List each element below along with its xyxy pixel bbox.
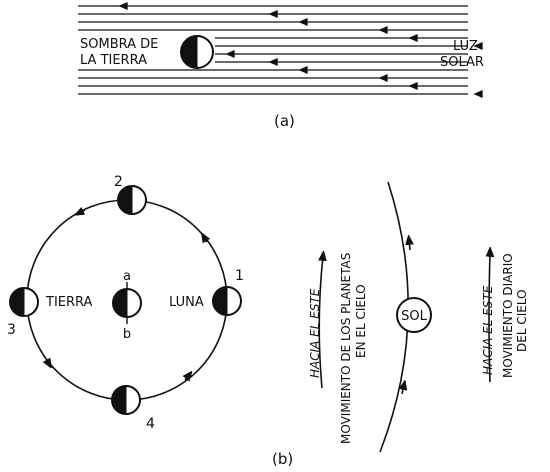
sunlight-ray-arrowhead	[298, 18, 308, 26]
shadow-label-line2: LA TIERRA	[80, 53, 147, 68]
planets-motion-line2: EN EL CIELO	[354, 284, 368, 358]
earth-body	[112, 288, 142, 318]
daily-motion-line2: DEL CIELO	[515, 289, 529, 352]
sunlight-ray-arrowhead	[268, 58, 278, 66]
moon-position-2	[117, 185, 147, 215]
sun-body	[396, 297, 432, 333]
planets-motion-line1: MOVIMIENTO DE LOS PLANETAS	[339, 253, 353, 444]
orbit-arrow	[185, 375, 189, 380]
sunlight-rays	[78, 2, 483, 98]
moon-position-4	[111, 385, 141, 415]
position-label-3: 3	[7, 322, 16, 338]
shadow-label-line1: SOMBRA DE	[80, 37, 158, 52]
planets-east-arrow	[319, 256, 323, 389]
panel-b: a b 1 2 3 4 TIERRA LUNA HACIA EL ESTE MO…	[7, 174, 529, 468]
sunlight-ray-arrowhead	[298, 66, 308, 74]
sunlight-ray-arrowhead	[408, 82, 418, 90]
position-label-4: 4	[146, 416, 155, 432]
sun-path-arrow-upper	[409, 240, 410, 251]
planets-east-label: HACIA EL ESTE	[308, 288, 322, 378]
sunlight-ray-arrowhead	[378, 74, 388, 82]
sunlight-ray-arrowhead	[408, 34, 418, 42]
position-label-1: 1	[235, 268, 244, 284]
light-label-line1: LUZ	[453, 39, 478, 54]
sunlight-ray-arrowhead	[118, 2, 128, 10]
moon-position-1	[212, 286, 242, 316]
panel-a: SOMBRA DE LA TIERRA LUZ SOLAR (a)	[78, 2, 484, 130]
point-b-label: b	[123, 327, 131, 342]
orbit-arrow	[79, 210, 85, 213]
orbit-arrow	[46, 359, 49, 364]
sunlight-ray-arrowhead	[268, 10, 278, 18]
sunlight-ray-arrowhead	[473, 90, 483, 98]
sunlight-ray-arrowhead	[378, 26, 388, 34]
sun-label: SOL	[401, 309, 427, 324]
earth-shadow-body	[180, 35, 214, 69]
daily-motion-line1: MOVIMIENTO DIARIO	[501, 253, 515, 378]
daily-east-arrow	[489, 252, 490, 383]
sunlight-ray-arrowhead	[225, 50, 235, 58]
position-label-2: 2	[114, 174, 123, 190]
moon-position-3	[9, 287, 39, 317]
moon-label: LUNA	[169, 295, 204, 310]
earth-label: TIERRA	[45, 295, 93, 310]
daily-east-label: HACIA EL ESTE	[481, 285, 495, 375]
sunlight-ray-arrowhead	[473, 42, 483, 50]
sun-path-arrow-lower	[402, 385, 404, 395]
light-label-line2: SOLAR	[440, 55, 484, 70]
orbit-arrow	[204, 237, 207, 242]
panel-a-caption: (a)	[274, 112, 295, 130]
panel-b-caption: (b)	[272, 450, 293, 468]
point-a-label: a	[123, 269, 131, 284]
